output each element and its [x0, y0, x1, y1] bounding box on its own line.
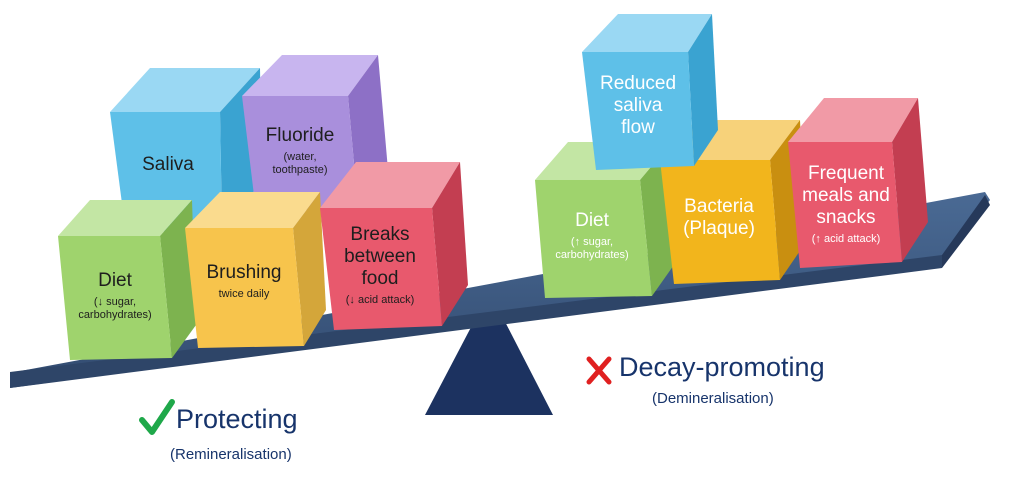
beam-edge — [10, 255, 942, 388]
cross-icon — [586, 356, 612, 385]
block-label-diet-protect: Diet (↓ sugar, carbohydrates) — [78, 270, 152, 321]
block-label-bacteria: Bacteria (Plaque) — [683, 196, 755, 239]
block-frequent — [788, 98, 928, 268]
legend-decay: Decay-promoting — [619, 352, 825, 383]
legend-protecting: Protecting — [176, 404, 298, 435]
legend-protecting-sub: (Remineralisation) — [170, 446, 292, 463]
block-breaks — [320, 162, 468, 330]
block-label-fluoride: Fluoride (water, toothpaste) — [265, 125, 335, 176]
block-label-brushing: Brushing twice daily — [206, 261, 282, 300]
block-label-frequent: Frequent meals and snacks (↑ acid attack… — [802, 162, 890, 245]
fulcrum — [425, 312, 553, 415]
legend-decay-sub: (Demineralisation) — [652, 390, 774, 407]
block-label-diet-decay: Diet (↑ sugar, carbohydrates) — [555, 210, 629, 261]
legend-protecting-title: Protecting — [176, 404, 298, 434]
legend-decay-title: Decay-promoting — [619, 352, 825, 382]
beam-end — [942, 195, 990, 268]
block-reduced-saliva — [582, 14, 718, 170]
block-label-saliva: Saliva — [142, 154, 194, 175]
check-icon — [139, 399, 175, 435]
block-label-reduced-saliva: Reduced saliva flow — [599, 73, 677, 138]
block-brushing — [185, 192, 326, 348]
block-diet-decay — [535, 142, 676, 298]
block-label-breaks: Breaks between food (↓ acid attack) — [344, 223, 416, 306]
